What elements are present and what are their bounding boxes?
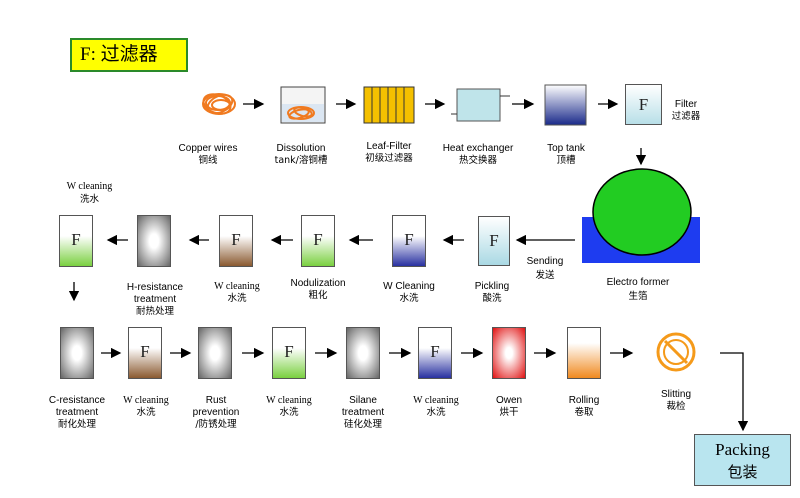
nodulization-tank: F — [301, 215, 335, 267]
c-resistance-cn: 耐化处理 — [57, 419, 96, 430]
nodulization-mark: F — [313, 230, 323, 249]
dissolution-label-2: tank/溶铜槽 — [274, 155, 328, 166]
top-tank-label: Top tank — [547, 143, 585, 154]
h-resistance-tank — [137, 215, 171, 267]
silane-tank — [346, 327, 380, 379]
electro-former-cn: 生箔 — [628, 291, 648, 302]
packing-label: Packing — [715, 440, 770, 459]
sending-label: Sending — [526, 256, 564, 267]
packing-cn: 包装 — [727, 463, 758, 481]
w-cleaning-mark: F — [231, 230, 241, 249]
leaf-filter-label: Leaf-Filter — [366, 141, 412, 152]
heat-exchanger-cn: 热交换器 — [458, 155, 497, 166]
rolling-cn: 卷取 — [574, 407, 594, 418]
nodulization-cn: 粗化 — [308, 290, 328, 301]
rust-cn: /防锈处理 — [195, 419, 237, 430]
pickling-mark: F — [489, 231, 499, 250]
pickling-cn: 酸洗 — [482, 293, 502, 304]
w-cleaning-r3-1-mark: F — [140, 342, 150, 361]
dissolution-label: Dissolution — [276, 143, 326, 154]
copper-wires-icon — [202, 93, 236, 115]
c-resistance-tank — [60, 327, 94, 379]
owen-cn: 烘干 — [499, 407, 519, 418]
rust-prevention-tank — [198, 327, 232, 379]
c-resistance-label-2: treatment — [55, 407, 99, 418]
copper-wires-label: Copper wires — [178, 143, 238, 154]
slitting-icon — [656, 332, 696, 372]
filter-tank: F — [625, 84, 662, 125]
w-cleaning-tank-2: F — [392, 215, 426, 267]
w-cleaning-r3-3-label: W cleaning — [413, 395, 459, 406]
silane-label: Silane — [349, 395, 377, 406]
slitting-cn: 裁检 — [666, 401, 686, 412]
rust-label-2: prevention — [192, 407, 240, 418]
sending-cn: 发送 — [535, 270, 555, 281]
leaf-filter-cn: 初级过滤器 — [365, 153, 413, 164]
heat-exchanger-icon — [451, 88, 510, 122]
rust-label: Rust — [205, 395, 227, 406]
filter-cn: 过滤器 — [671, 111, 701, 122]
arrow-to-packing — [720, 352, 749, 432]
w-cleaning-r3-2-mark: F — [284, 342, 294, 361]
w-cleaning-top-mark: F — [71, 230, 81, 249]
rolling-label: Rolling — [568, 395, 600, 406]
w-cleaning-r3-3-mark: F — [430, 342, 440, 361]
filter-label: Filter — [674, 99, 698, 110]
pickling-tank: F — [478, 216, 510, 266]
w-cleaning-top-tank: F — [59, 215, 93, 267]
nodulization-label: Nodulization — [290, 278, 346, 289]
w-cleaning-2-label: W Cleaning — [383, 281, 435, 292]
w-cleaning-r3-2-label: W cleaning — [266, 395, 312, 406]
electro-former-label: Electro former — [606, 277, 670, 288]
pickling-label: Pickling — [474, 281, 510, 292]
w-cleaning-r3-2-cn: 水洗 — [279, 407, 299, 418]
silane-cn: 硅化处理 — [343, 419, 382, 430]
h-resistance-label-2: treatment — [133, 294, 177, 305]
leaf-filter-icon — [363, 86, 415, 124]
h-resistance-label: H-resistance — [126, 282, 184, 293]
dissolution-tank-icon — [280, 86, 326, 124]
w-cleaning-tank: F — [219, 215, 253, 267]
diagram-title: F: 过滤器 — [70, 38, 188, 72]
h-resistance-cn: 耐热处理 — [135, 306, 174, 317]
heat-exchanger-label: Heat exchanger — [442, 143, 514, 154]
owen-tank — [492, 327, 526, 379]
copper-wires-cn: 铜线 — [198, 155, 218, 166]
w-cleaning-2-cn: 水洗 — [399, 293, 419, 304]
filter-mark: F — [638, 95, 649, 114]
owen-label: Owen — [495, 395, 523, 406]
w-cleaning-label: W cleaning — [214, 281, 260, 292]
w-cleaning-2-mark: F — [404, 230, 414, 249]
slitting-label: Slitting — [660, 389, 691, 400]
packing-box: Packing 包装 — [694, 434, 791, 486]
w-cleaning-r3-1-cn: 水洗 — [136, 407, 156, 418]
w-cleaning-tank-r3-2: F — [272, 327, 306, 379]
top-tank-cn: 顶槽 — [556, 155, 576, 166]
top-tank-icon — [544, 84, 587, 126]
w-cleaning-r3-1-label: W cleaning — [123, 395, 169, 406]
c-resistance-label: C-resistance — [48, 395, 106, 406]
silane-label-2: treatment — [341, 407, 385, 418]
w-cleaning-top-label: W cleaning — [66, 181, 113, 192]
electro-former-icon — [582, 168, 700, 263]
w-cleaning-cn: 水洗 — [227, 293, 247, 304]
rolling-tank — [567, 327, 601, 379]
w-cleaning-tank-r3-1: F — [128, 327, 162, 379]
w-cleaning-tank-r3-3: F — [418, 327, 452, 379]
w-cleaning-top-cn: 洗水 — [79, 194, 99, 205]
w-cleaning-r3-3-cn: 水洗 — [426, 407, 446, 418]
